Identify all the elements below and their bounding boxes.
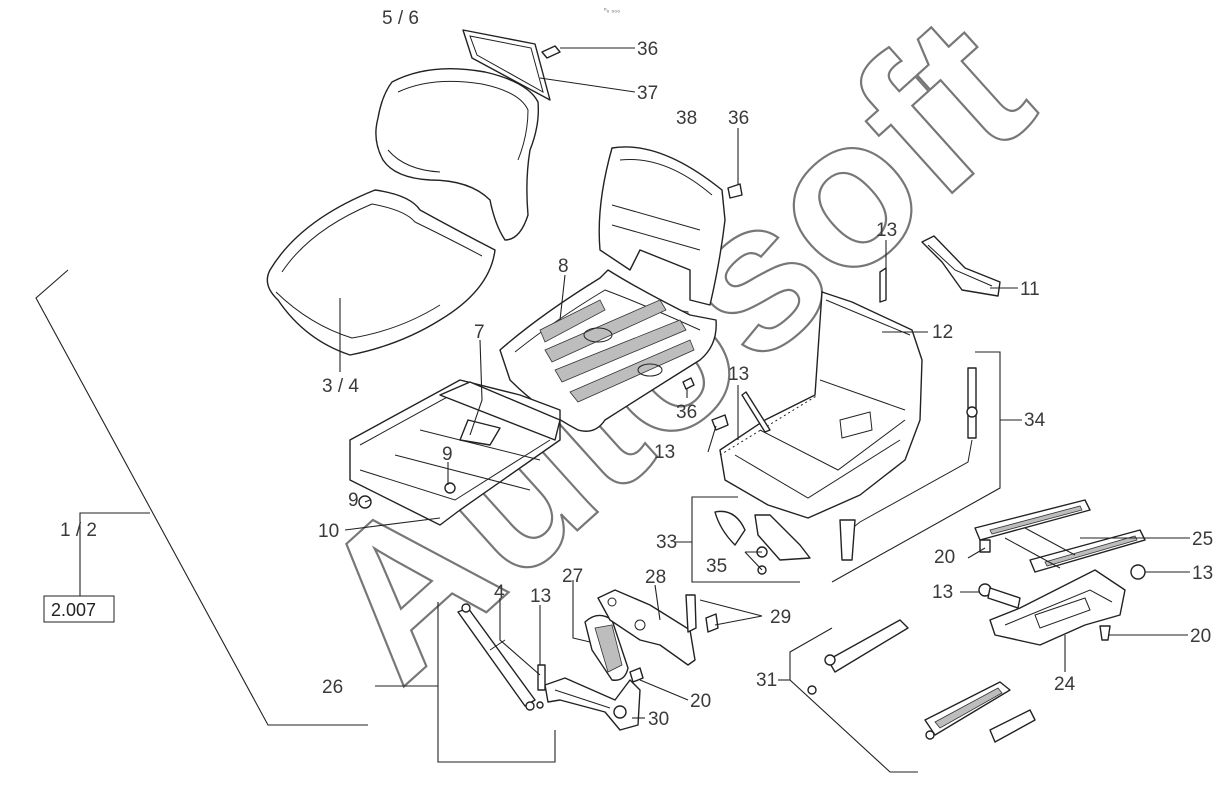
part-13-rod [741,391,771,433]
part-20-bolt [629,667,644,683]
part-36-screw [682,377,695,390]
label-28: 28 [645,567,666,588]
part-24-base-plate [989,569,1126,646]
label-5-6: 5 / 6 [382,8,419,29]
part-31-rail-set [807,619,1036,743]
part-37-cover [462,29,551,101]
label-10: 10 [318,521,339,542]
part-13-bushing [1130,564,1146,580]
label-8: 8 [558,256,569,277]
label-30: 30 [648,709,669,730]
label-20: 20 [1190,626,1211,647]
part-30-lever-assembly [537,664,641,731]
part-28-bracket-plate [597,589,697,666]
label-38: 38 [676,108,697,129]
part-5-6-backrest-cushion [375,68,540,241]
part-12-seat-base-tray [719,291,923,519]
part-36-screw [727,183,743,199]
part-20-bolt [1099,625,1111,641]
part-34-cable-assembly [839,367,978,561]
label-34: 34 [1024,410,1046,431]
reference-box [43,595,115,623]
label-3-4: 3 / 4 [322,376,359,397]
part-10-lower-frame [349,379,561,526]
part-13-stud [879,267,887,303]
label-31: 31 [756,670,777,691]
label-36: 36 [728,108,749,129]
label-13: 13 [530,586,551,607]
part-26-gas-strut [457,603,544,711]
label-4: 4 [494,582,505,603]
part-36-screw [541,45,561,59]
reference-box-label: 2.007 [51,600,96,620]
label-13: 13 [932,582,953,603]
part-11-bracket [921,235,1001,297]
label-26: 26 [322,677,343,698]
label-7: 7 [474,322,485,343]
label-27: 27 [562,566,583,587]
label-33: 33 [656,532,677,553]
label-1-2: 1 / 2 [60,520,97,541]
part-27-pad [584,614,629,681]
label-20: 20 [934,547,955,568]
label-25: 25 [1192,529,1213,550]
part-13-link [987,587,1021,609]
label-20: 20 [690,691,711,712]
top-mark: ⁿ₀ ₀₀₀ [604,7,620,14]
label-24: 24 [1054,674,1076,695]
label-36: 36 [676,402,697,423]
label-9: 9 [348,490,359,511]
label-35: 35 [706,556,727,577]
label-13: 13 [1192,563,1213,584]
callout-labels: 5 / 6 36 37 38 36 13 11 8 12 7 34 13 36 … [60,8,1213,730]
label-13: 13 [728,364,749,385]
leader-lines [35,47,1190,773]
label-9: 9 [442,444,453,465]
label-11: 11 [1020,279,1040,300]
part-29-pin [705,613,719,633]
label-36: 36 [637,39,658,60]
part-25-slide-rails [974,499,1146,573]
part-8-seat-pan [499,269,717,432]
label-12: 12 [932,322,953,343]
label-13: 13 [876,220,897,241]
label-13: 13 [654,442,675,463]
label-29: 29 [770,607,791,628]
part-33-latch [714,510,811,575]
label-37: 37 [637,83,658,104]
part-9-washer [444,482,456,494]
part-3-4-seat-cushion [266,189,496,356]
